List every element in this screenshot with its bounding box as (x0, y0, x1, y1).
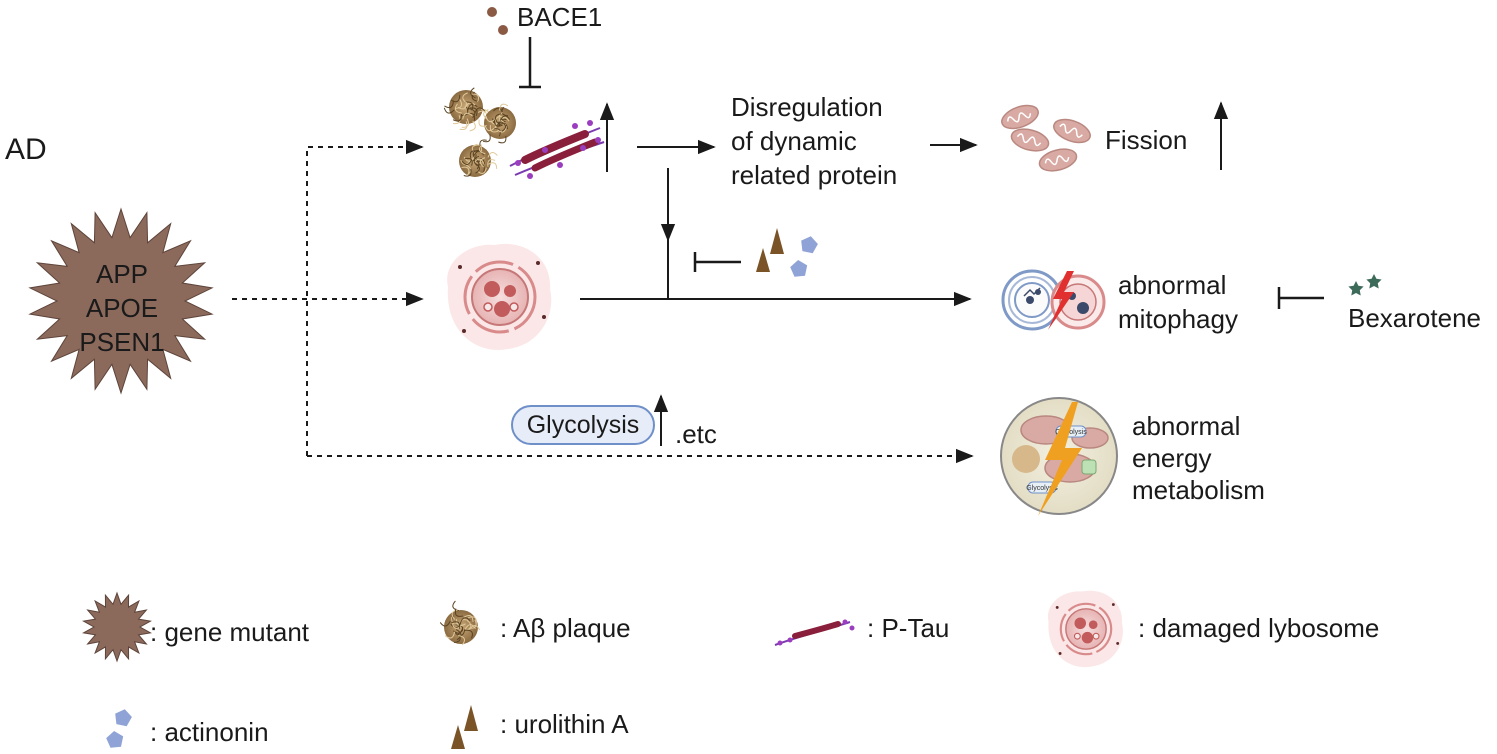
energy-cell-icon: Glycolysis Glycolysis (1000, 397, 1118, 516)
legend-p-tau-icon (774, 619, 855, 646)
actinonin-icon (790, 236, 818, 277)
bexarotene-inhibition (1277, 287, 1324, 309)
gene-psen1: PSEN1 (79, 327, 165, 357)
legend-actinonin-icon (106, 709, 132, 748)
gene-apoe: APOE (85, 293, 159, 323)
legend-abeta-plaque-icon (439, 600, 481, 646)
abnormal-energy-label: abnormal energy metabolism (1132, 411, 1265, 505)
bace1-inhibition (519, 37, 541, 89)
p-tau-icon (509, 120, 605, 179)
bace1-label: BACE1 (517, 2, 603, 32)
dashed-arrow-plaque (306, 139, 424, 456)
glycolysis-label: Glycolysis (511, 405, 655, 445)
bexarotene-label: Bexarotene (1348, 303, 1481, 333)
legend-actinonin: : actinonin (150, 717, 269, 747)
fission-label: Fission (1105, 125, 1188, 155)
legend-urolithin-icon (451, 705, 478, 749)
bace1-icon (487, 7, 508, 35)
glycolysis-small-label-1: Glycolysis (1055, 429, 1087, 436)
abnormal-mitophagy-label: abnormal mitophagy (1118, 270, 1238, 334)
legend-damaged-lysosome: : damaged lybosome (1138, 613, 1380, 643)
bexarotene-icon (1348, 274, 1382, 296)
abeta-plaque-icon (443, 87, 516, 177)
dashed-connectors (232, 139, 974, 464)
legend-starburst-icon (82, 591, 152, 663)
gene-app: APP (95, 259, 149, 289)
legend-abeta-plaque: : Aβ plaque (500, 613, 631, 643)
etc-label: .etc (675, 419, 717, 449)
starburst-icon (28, 207, 214, 395)
legend-urolithin: : urolithin A (500, 709, 629, 739)
drug-inhibition (693, 252, 741, 272)
diagram-title: AD (5, 133, 47, 166)
urolithin-icon (756, 228, 784, 272)
glycolysis-small-label-2: Glycolysis (1026, 485, 1058, 492)
mitophagy-icon (1001, 269, 1106, 331)
legend-damaged-lysosome-icon (1047, 590, 1123, 668)
legend-gene-mutant: : gene mutant (150, 617, 309, 647)
mitochondria-icon (1001, 104, 1091, 172)
damaged-lysosome-icon (447, 243, 552, 350)
legend-p-tau: : P-Tau (867, 613, 950, 643)
dynamic-protein-label: Disregulation of dynamic related protein (731, 92, 898, 190)
